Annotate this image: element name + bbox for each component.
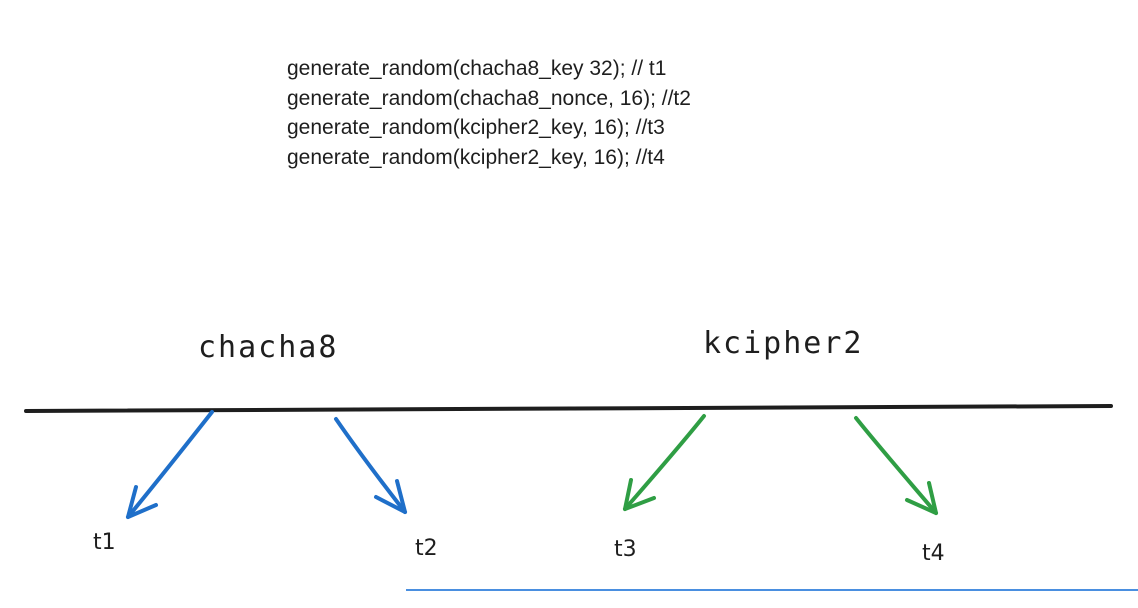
group-label-kcipher2: kcipher2 [703, 326, 864, 361]
code-line-t3: generate_random(kcipher2_key, 16); //t3 [287, 116, 665, 139]
code-line-t1: generate_random(chacha8_key 32); // t1 [287, 57, 667, 80]
arrow-t4 [854, 416, 938, 515]
arrow-t2 [334, 417, 407, 514]
arrow-t1 [126, 410, 214, 519]
code-line-t4: generate_random(kcipher2_key, 16); //t4 [287, 145, 665, 169]
code-snippet: generate_random(chacha8_key 32); // t1 g… [287, 54, 691, 172]
point-label-t2: t2 [415, 536, 438, 561]
point-label-t3: t3 [614, 537, 637, 562]
arrow-t3 [623, 414, 706, 511]
code-line-t2: generate_random(chacha8_nonce, 16); //t2 [287, 86, 691, 110]
timeline-line [24, 404, 1113, 413]
group-label-chacha8: chacha8 [198, 330, 339, 365]
point-label-t4: t4 [922, 541, 945, 566]
point-label-t1: t1 [93, 530, 116, 555]
